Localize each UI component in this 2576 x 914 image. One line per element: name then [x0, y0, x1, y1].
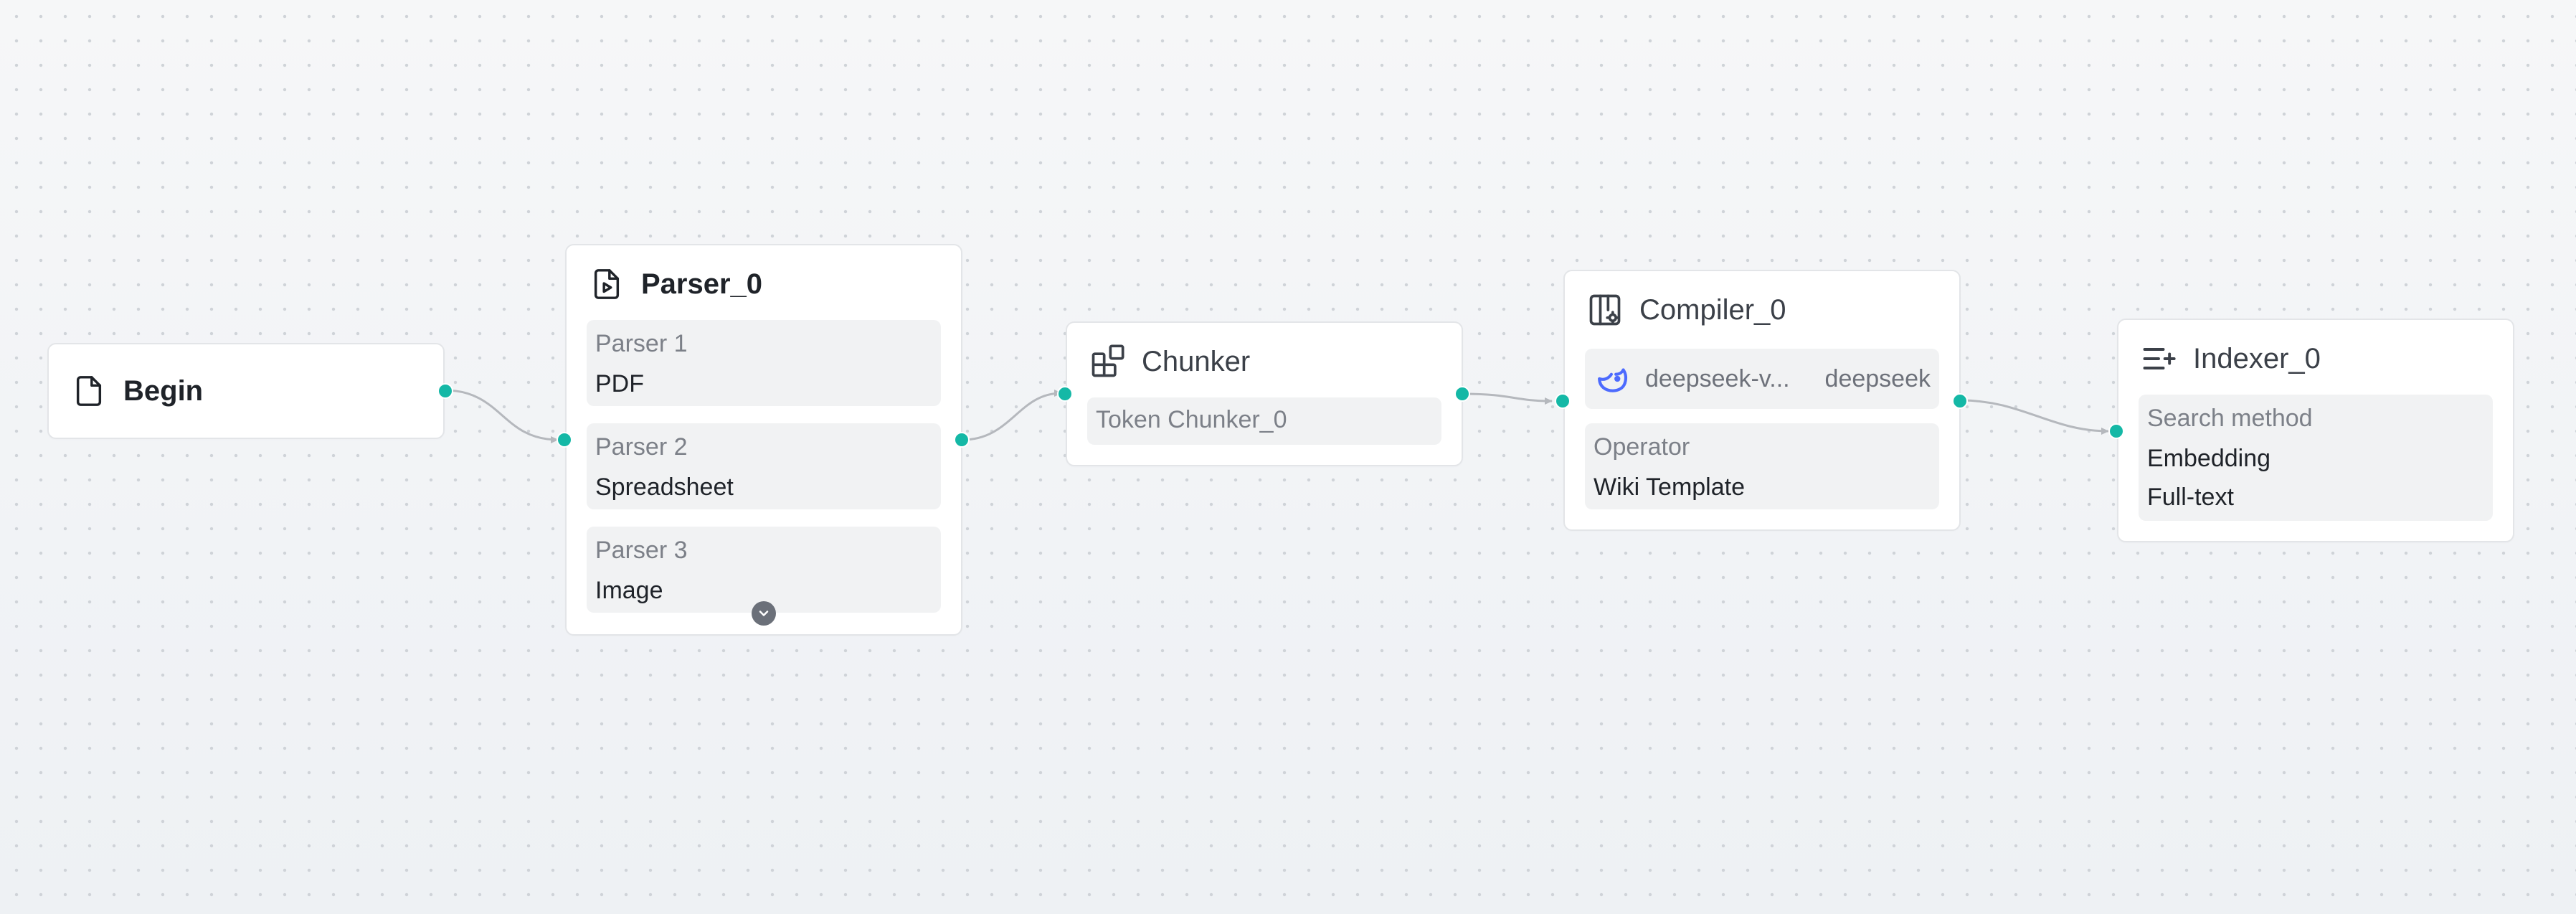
- field-value: PDF: [595, 370, 644, 397]
- edge-chunker-compiler[interactable]: [1462, 392, 1553, 405]
- node-compiler[interactable]: Compiler_0 deepseek-v... deepseek Operat…: [1563, 270, 1961, 531]
- node-title: Begin: [123, 374, 204, 407]
- field-label: Parser 3: [595, 537, 688, 564]
- field-value: Image: [595, 577, 663, 604]
- edge-compiler-indexer[interactable]: [1960, 399, 2109, 435]
- handle-parser-input[interactable]: [557, 432, 572, 448]
- blocks-icon: [1089, 343, 1126, 380]
- handle-compiler-input[interactable]: [1555, 393, 1571, 409]
- compiler-model-field[interactable]: deepseek-v... deepseek: [1585, 349, 1939, 409]
- indexer-field-search-method[interactable]: Search method Embedding Full-text: [2139, 395, 2493, 521]
- field-value: Embedding: [2147, 445, 2271, 472]
- chevron-down-icon[interactable]: [752, 601, 776, 626]
- file-icon: [70, 372, 108, 410]
- model-provider: deepseek: [1824, 364, 1931, 392]
- field-label: Operator: [1594, 433, 1690, 461]
- deepseek-whale-icon: [1595, 361, 1631, 397]
- field-value: Wiki Template: [1594, 474, 1745, 501]
- parser-field-3[interactable]: Parser 3 Image: [587, 527, 941, 613]
- handle-chunker-output[interactable]: [1454, 386, 1470, 402]
- handle-parser-output[interactable]: [954, 432, 970, 448]
- field-label: Parser 1: [595, 330, 688, 357]
- node-begin[interactable]: Begin: [47, 343, 445, 439]
- node-title: Compiler_0: [1639, 293, 1786, 326]
- handle-indexer-input[interactable]: [2108, 423, 2124, 439]
- handle-chunker-input[interactable]: [1057, 386, 1073, 402]
- field-label: Search method: [2147, 405, 2313, 432]
- parser-field-2[interactable]: Parser 2 Spreadsheet: [587, 423, 941, 509]
- field-label: Parser 2: [595, 433, 688, 461]
- list-plus-icon: [2140, 340, 2177, 377]
- library-settings-icon: [1586, 291, 1624, 329]
- node-title: Parser_0: [641, 268, 763, 300]
- node-chunker[interactable]: Chunker Token Chunker_0: [1066, 321, 1463, 466]
- file-play-icon: [588, 265, 625, 303]
- field-value: Full-text: [2147, 484, 2234, 511]
- compiler-field-operator[interactable]: Operator Wiki Template: [1585, 423, 1939, 509]
- node-title: Indexer_0: [2193, 342, 2321, 374]
- chunker-field-1[interactable]: Token Chunker_0: [1087, 397, 1441, 445]
- edge-parser-chunker[interactable]: [962, 390, 1062, 441]
- handle-compiler-output[interactable]: [1952, 393, 1968, 409]
- node-parser[interactable]: Parser_0 Parser 1 PDF Parser 2 Spreadshe…: [565, 244, 962, 636]
- handle-begin-output[interactable]: [437, 383, 453, 399]
- field-label: Token Chunker_0: [1096, 406, 1287, 433]
- parser-field-1[interactable]: Parser 1 PDF: [587, 320, 941, 406]
- field-value: Spreadsheet: [595, 474, 734, 501]
- node-title: Chunker: [1142, 345, 1251, 377]
- edge-begin-parser[interactable]: [444, 389, 559, 443]
- node-indexer[interactable]: Indexer_0 Search method Embedding Full-t…: [2117, 319, 2514, 542]
- model-name: deepseek-v...: [1645, 364, 1790, 392]
